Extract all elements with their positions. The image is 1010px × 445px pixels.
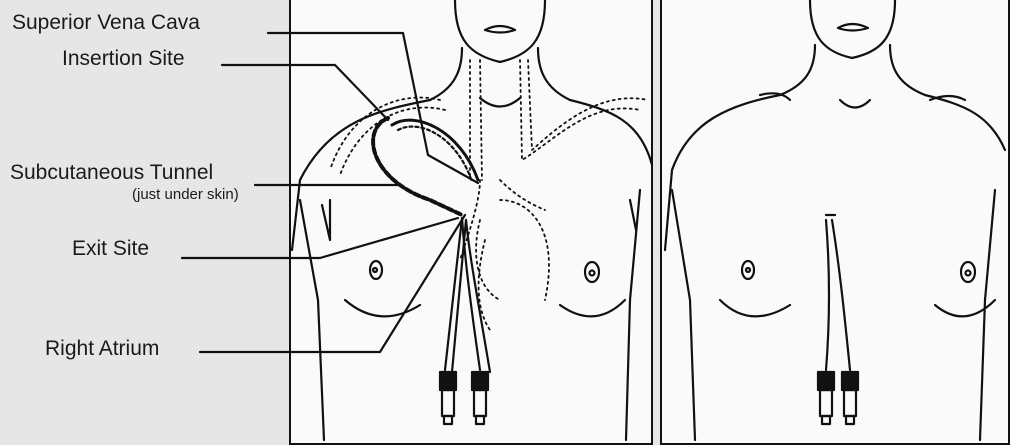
vessels-dotted — [330, 60, 648, 330]
catheter-lines — [440, 218, 490, 424]
catheter-tunnel — [373, 118, 478, 215]
leader-lines — [182, 33, 478, 352]
right-body-outline — [665, 0, 1005, 440]
